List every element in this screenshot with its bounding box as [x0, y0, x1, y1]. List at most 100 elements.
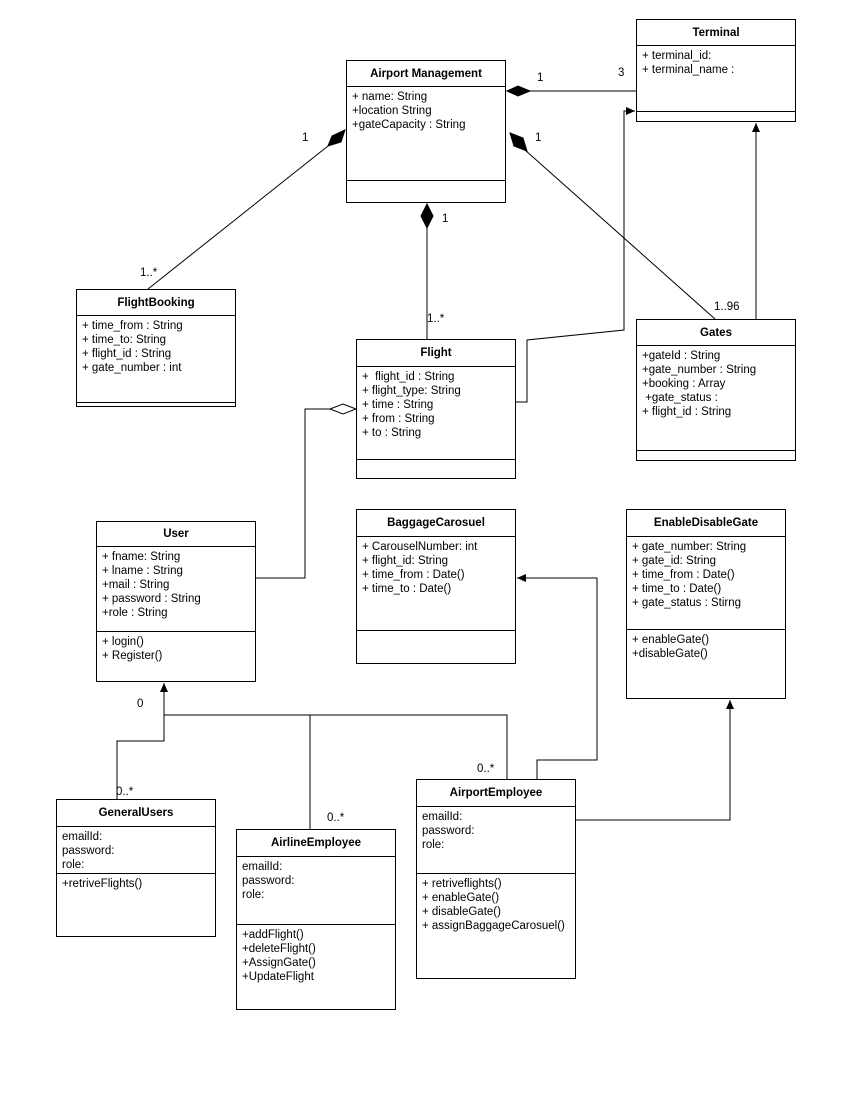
aggregation-user-flight: [256, 408, 330, 579]
attribute: + to : String: [362, 427, 422, 439]
class-flight-booking: FlightBooking+ time_from : String+ time_…: [76, 289, 236, 407]
multiplicity-label: 1: [537, 72, 544, 84]
attributes-section: + flight_id : String + flight_type: Strin…: [357, 367, 515, 460]
method: + disableGate(): [422, 906, 501, 918]
methods-section: +retriveFlights(): [57, 874, 215, 894]
attribute: + gate_status : Stirng: [632, 597, 741, 609]
attribute: password:: [422, 825, 475, 837]
multiplicity-label: 1: [535, 132, 542, 144]
multiplicity-label: 0: [137, 698, 144, 710]
class-airport-management: Airport Management+ name: String+locatio…: [346, 60, 506, 203]
class-general-users: GeneralUsers emailId: password: role: +retri…: [56, 799, 216, 937]
method: +retriveFlights(): [62, 878, 143, 890]
methods-section: [357, 460, 515, 466]
class-name: User: [97, 522, 255, 547]
association-flight-terminal: [516, 107, 635, 403]
class-name: EnableDisableGate: [627, 510, 785, 537]
attribute: + terminal_id:: [642, 50, 712, 62]
attribute: + lname : String: [102, 565, 183, 577]
attribute: + flight_id : String: [82, 348, 172, 360]
inheritance-generalusers-user: [116, 683, 168, 799]
multiplicity-label: 1..*: [427, 313, 445, 325]
attribute: + CarouselNumber: int: [362, 541, 478, 553]
attribute: emailId:: [62, 831, 103, 843]
attribute: role:: [242, 889, 265, 901]
class-flight: Flight+ flight_id : String+ flight_type:…: [356, 339, 516, 479]
multiplicity-label: 0..*: [327, 812, 345, 824]
attribute: +location String: [352, 105, 432, 117]
hollow-diamond-icon: [328, 403, 358, 415]
attribute: role:: [422, 839, 445, 851]
attributes-section: +gateId : String+gate_number : String+bo…: [637, 346, 795, 451]
attribute: +gate_number : String: [642, 364, 757, 376]
attribute: +gateCapacity : String: [352, 119, 466, 131]
attribute: +gate_status :: [642, 392, 718, 404]
attribute: emailId:: [242, 861, 283, 873]
attributes-section: emailId: password: role:: [57, 827, 215, 874]
attribute: + time_to: String: [82, 334, 167, 346]
method: + assignBaggageCarosuel(): [422, 920, 565, 932]
attribute: + terminal_name :: [642, 64, 735, 76]
attribute: + gate_number : int: [82, 362, 182, 374]
method: + Register(): [102, 650, 163, 662]
attributes-section: emailId: password: role:: [417, 807, 575, 874]
methods-section: [77, 403, 235, 409]
methods-section: [357, 631, 515, 637]
inheritance-airportemployee-user: [164, 714, 508, 779]
attribute: password:: [242, 875, 295, 887]
method: +AssignGate(): [242, 957, 316, 969]
method: + login(): [102, 636, 144, 648]
attribute: + time_from : Date(): [632, 569, 735, 581]
class-name: BaggageCarosuel: [357, 510, 515, 537]
method: +addFlight(): [242, 929, 304, 941]
attributes-section: + fname: String + lname : String +mail : S…: [97, 547, 255, 632]
multiplicity-label: 1..*: [140, 267, 158, 279]
class-name: FlightBooking: [77, 290, 235, 316]
class-baggage-carosuel: BaggageCarosuel+ CarouselNumber: int+ fl…: [356, 509, 516, 664]
class-name: Gates: [637, 320, 795, 346]
attribute: + flight_id : String: [362, 371, 455, 383]
attribute: role:: [62, 859, 85, 871]
method: + enableGate(): [422, 892, 500, 904]
method: +disableGate(): [632, 648, 708, 660]
methods-section: +addFlight()+deleteFlight()+AssignGate()…: [237, 925, 395, 987]
filled-diamond-icon: [327, 129, 346, 147]
filled-diamond-icon: [509, 132, 528, 152]
attribute: password:: [62, 845, 115, 857]
multiplicity-label: 3: [618, 67, 625, 79]
attribute: + password : String: [102, 593, 201, 605]
attribute: + time_to : Date(): [632, 583, 722, 595]
association-airportemployee-enabledisablegate: [576, 700, 734, 821]
attribute: + gate_number: String: [632, 541, 747, 553]
methods-section: [637, 112, 795, 118]
attribute: + time_from : String: [82, 320, 183, 332]
attributes-section: + time_from : String + time_to: String + f…: [77, 316, 235, 403]
attribute: + fname: String: [102, 551, 181, 563]
class-terminal: Terminal + terminal_id: + terminal_name :: [636, 19, 796, 122]
composition-am-flightbooking: [147, 145, 329, 290]
attribute: emailId:: [422, 811, 463, 823]
multiplicity-label: 1: [302, 132, 309, 144]
class-name: AirportEmployee: [417, 780, 575, 807]
attribute: +gateId : String: [642, 350, 721, 362]
class-name: GeneralUsers: [57, 800, 215, 827]
composition-am-gates: [524, 149, 716, 320]
attribute: + gate_id: String: [632, 555, 717, 567]
attribute: + time : String: [362, 399, 434, 411]
attribute: + time_to : Date(): [362, 583, 452, 595]
attribute: +mail : String: [102, 579, 170, 591]
class-name: Terminal: [637, 20, 795, 46]
attribute: + flight_type: String: [362, 385, 461, 397]
attribute: + time_from : Date(): [362, 569, 465, 581]
attributes-section: + gate_number: String + gate_id: String + …: [627, 537, 785, 630]
attribute: + flight_id : String: [642, 406, 732, 418]
filled-diamond-icon: [420, 202, 434, 230]
methods-section: [347, 181, 505, 187]
attribute: + name: String: [352, 91, 428, 103]
class-user: User + fname: String + lname : String +mail…: [96, 521, 256, 682]
multiplicity-label: 1: [442, 213, 449, 225]
attributes-section: + terminal_id: + terminal_name :: [637, 46, 795, 112]
method: +UpdateFlight: [242, 971, 314, 983]
